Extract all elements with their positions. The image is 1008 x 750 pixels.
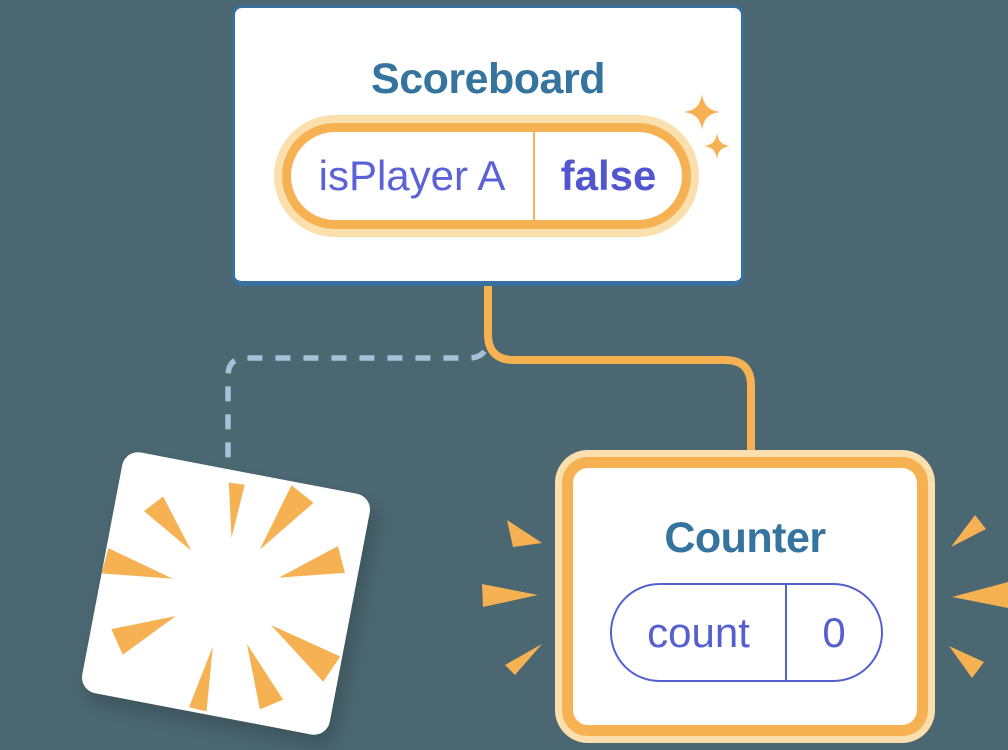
emphasis-lines-right-icon (949, 515, 1008, 678)
scoreboard-state-pill: isPlayer A false (282, 123, 691, 229)
counter-state-pill: count 0 (610, 583, 883, 682)
sparkle-icon (684, 94, 730, 159)
scoreboard-state-name: isPlayer A (318, 152, 506, 199)
scoreboard-component-card: Scoreboard isPlayer A false (232, 5, 744, 286)
dashed-connector-to-destroyed (225, 296, 491, 468)
counter-component-card: Counter count 0 (562, 457, 928, 736)
destroyed-component-card (79, 449, 373, 738)
counter-state-name: count (647, 608, 750, 656)
emphasis-lines-left-icon (482, 520, 542, 675)
connector-to-counter (484, 280, 755, 462)
scoreboard-state-value: false (533, 132, 682, 220)
scoreboard-title: Scoreboard (371, 55, 605, 103)
counter-title: Counter (664, 514, 826, 562)
counter-state-value: 0 (785, 585, 881, 680)
burst-icon (101, 482, 345, 712)
